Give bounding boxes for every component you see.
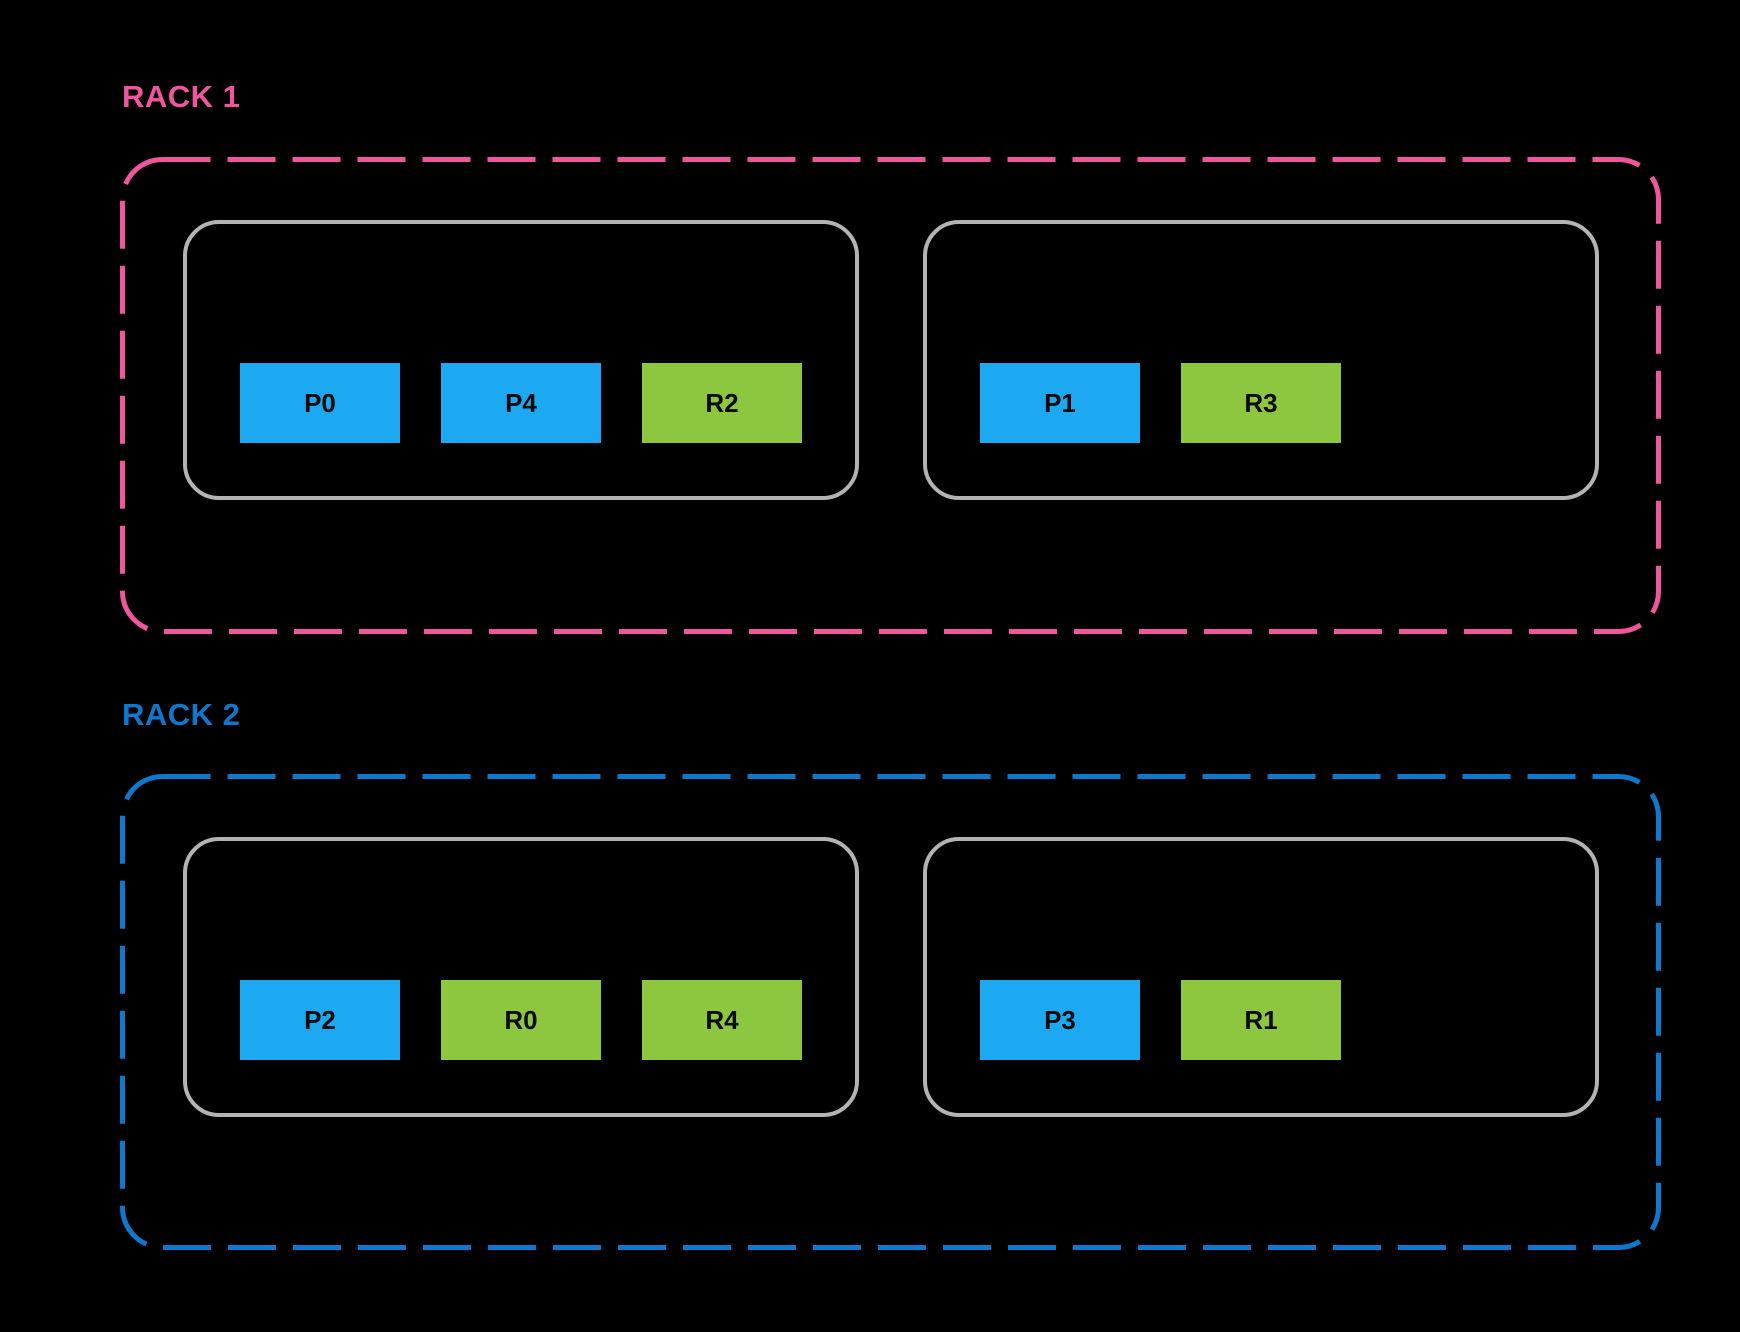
node-r3: R3 bbox=[1181, 363, 1341, 443]
node-p4: P4 bbox=[441, 363, 601, 443]
node-p1: P1 bbox=[980, 363, 1140, 443]
node-p3: P3 bbox=[980, 980, 1140, 1060]
node-r1: R1 bbox=[1181, 980, 1341, 1060]
node-r0: R0 bbox=[441, 980, 601, 1060]
rack-1-host-2: P1 R3 bbox=[923, 220, 1599, 500]
node-r2: R2 bbox=[642, 363, 802, 443]
rack-1-dashed-border bbox=[120, 157, 1661, 634]
rack-2-label: RACK 2 bbox=[122, 697, 241, 732]
rack-2-host-1: P2 R0 R4 bbox=[183, 837, 859, 1117]
node-p2: P2 bbox=[240, 980, 400, 1060]
rack-1-dashed-border-rect bbox=[120, 157, 1661, 634]
rack-2-host-2: P3 R1 bbox=[923, 837, 1599, 1117]
rack-1-label: RACK 1 bbox=[122, 79, 241, 114]
node-p0: P0 bbox=[240, 363, 400, 443]
node-r4: R4 bbox=[642, 980, 802, 1060]
rack-1-host-1: P0 P4 R2 bbox=[183, 220, 859, 500]
rack-2-dashed-border-rect bbox=[120, 774, 1661, 1250]
rack-2-dashed-border bbox=[120, 774, 1661, 1250]
